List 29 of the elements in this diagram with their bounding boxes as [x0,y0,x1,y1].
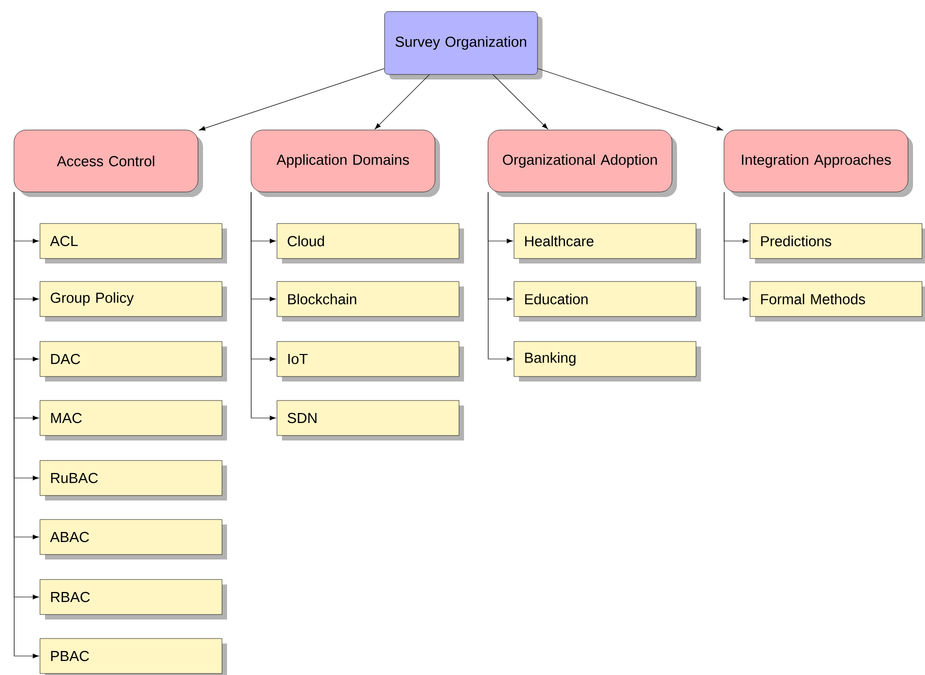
leaf-box: RuBAC [40,460,227,500]
leaf-box: Banking [514,341,701,382]
title-box: Survey Organization [384,11,542,80]
leaf-box: Group Policy [40,281,227,322]
leaf-box: ABAC [40,519,227,560]
leaf-box: Cloud [276,223,464,264]
leaf-box: Blockchain [276,281,464,322]
category-box: Organizational Adoption [488,130,677,197]
arrow [199,68,385,131]
arrow [492,74,548,130]
category-box: Access Control [14,130,203,197]
leaf-box: Healthcare [514,223,701,264]
leaf-box: IoT [276,341,464,382]
leaf-box: RBAC [40,579,227,620]
arrow [537,68,723,131]
leaf-box: Predictions [750,223,925,264]
arrow [374,74,430,130]
leaf-box: PBAC [40,638,227,675]
leaf-box: Formal Methods [750,281,925,322]
leaf-box: MAC [40,400,227,440]
connector-arrow [488,192,513,362]
connector-arrow [724,192,749,302]
leaf-box: DAC [40,341,227,382]
leaf-box: ACL [40,223,227,264]
connector-arrow [250,192,276,420]
category-box: Integration Approaches [724,130,914,197]
leaf-box: Education [514,281,701,322]
leaf-box: SDN [276,400,464,440]
category-box: Application Domains [250,130,440,197]
